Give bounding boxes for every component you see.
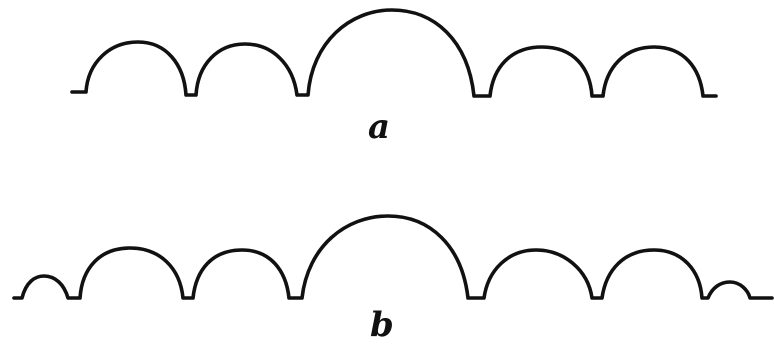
label-a: a	[368, 107, 391, 147]
arch-row-a-profile	[70, 8, 718, 98]
arch-row-b-profile	[12, 214, 774, 300]
label-b: b	[370, 305, 394, 345]
